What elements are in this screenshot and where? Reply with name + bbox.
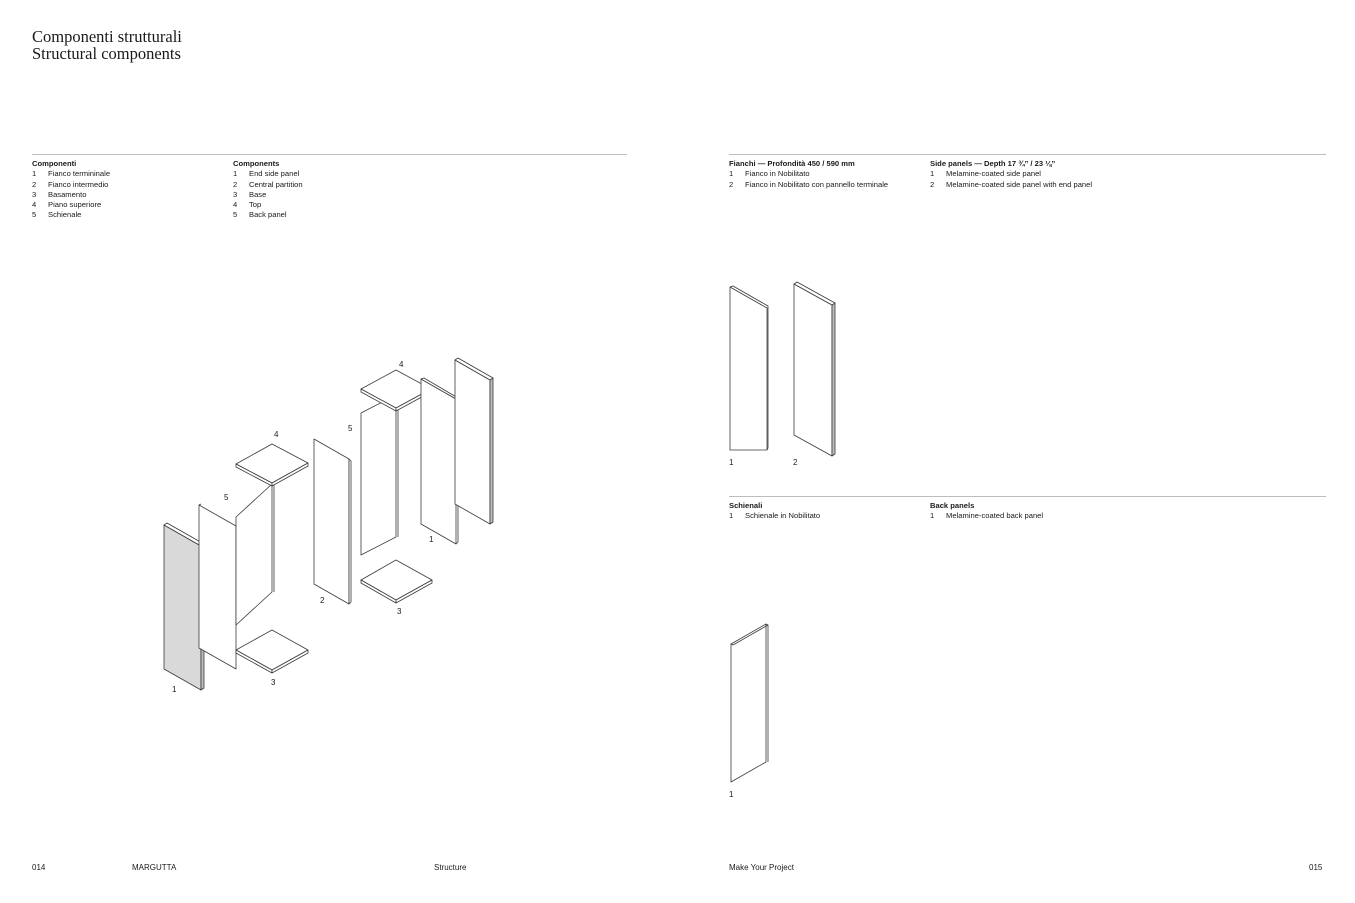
side-panels-diagram: 1 2 <box>729 281 836 467</box>
exploded-structure-diagram: 1 3 5 4 2 5 4 3 1 <box>163 357 494 694</box>
top-right <box>360 369 432 412</box>
central-side-left <box>235 483 275 626</box>
right-divider-middle <box>729 496 1326 497</box>
label-back-panel-left: 5 <box>224 493 229 502</box>
label-side-panel-2: 2 <box>793 458 798 467</box>
back-panels-english-heading: Back panels <box>930 501 975 510</box>
label-base-left: 3 <box>271 678 276 687</box>
back-panels-diagram: 1 <box>729 623 769 799</box>
page-title: Componenti strutturali Structural compon… <box>32 28 182 62</box>
right-divider-top <box>729 154 1326 155</box>
components-english-heading: Components <box>233 159 280 168</box>
top-left <box>235 443 309 487</box>
left-divider <box>32 154 627 155</box>
label-end-side-panel-right: 1 <box>429 535 434 544</box>
components-italian-heading: Componenti <box>32 159 77 168</box>
end-side-panel-left <box>163 522 205 691</box>
label-side-panel-1: 1 <box>729 458 734 467</box>
label-back-panel-1: 1 <box>729 790 734 799</box>
side-panels-italian-heading: Fianchi — Profondità 450 / 590 mm <box>729 159 855 168</box>
label-top-right: 4 <box>399 360 404 369</box>
label-central-partition: 2 <box>320 596 325 605</box>
title-italian: Componenti strutturali <box>32 27 182 46</box>
base-left <box>235 629 309 674</box>
back-panels-italian-heading: Schienali <box>729 501 763 510</box>
page-number-right: 015 <box>1309 863 1323 872</box>
side-panel-2 <box>793 281 836 457</box>
tagline: Make Your Project <box>729 863 794 872</box>
back-panel-right <box>360 394 399 556</box>
label-back-panel-right: 5 <box>348 424 353 433</box>
label-base-right: 3 <box>397 607 402 616</box>
end-side-panel-right <box>454 357 494 525</box>
section-name: Structure <box>434 863 467 872</box>
side-panel-right <box>420 377 459 545</box>
label-top-left: 4 <box>274 430 279 439</box>
back-panel-left <box>198 503 237 670</box>
back-panel-1 <box>730 623 769 783</box>
brand-name: MARGUTTA <box>132 863 177 872</box>
side-panels-english-heading: Side panels — Depth 17 ¾” / 23 ⅛” <box>930 159 1056 168</box>
page-number-left: 014 <box>32 863 46 872</box>
label-end-side-panel-left: 1 <box>172 685 177 694</box>
central-partition <box>313 438 352 605</box>
base-right <box>360 559 433 604</box>
title-english: Structural components <box>32 44 181 63</box>
side-panel-1 <box>729 285 769 451</box>
